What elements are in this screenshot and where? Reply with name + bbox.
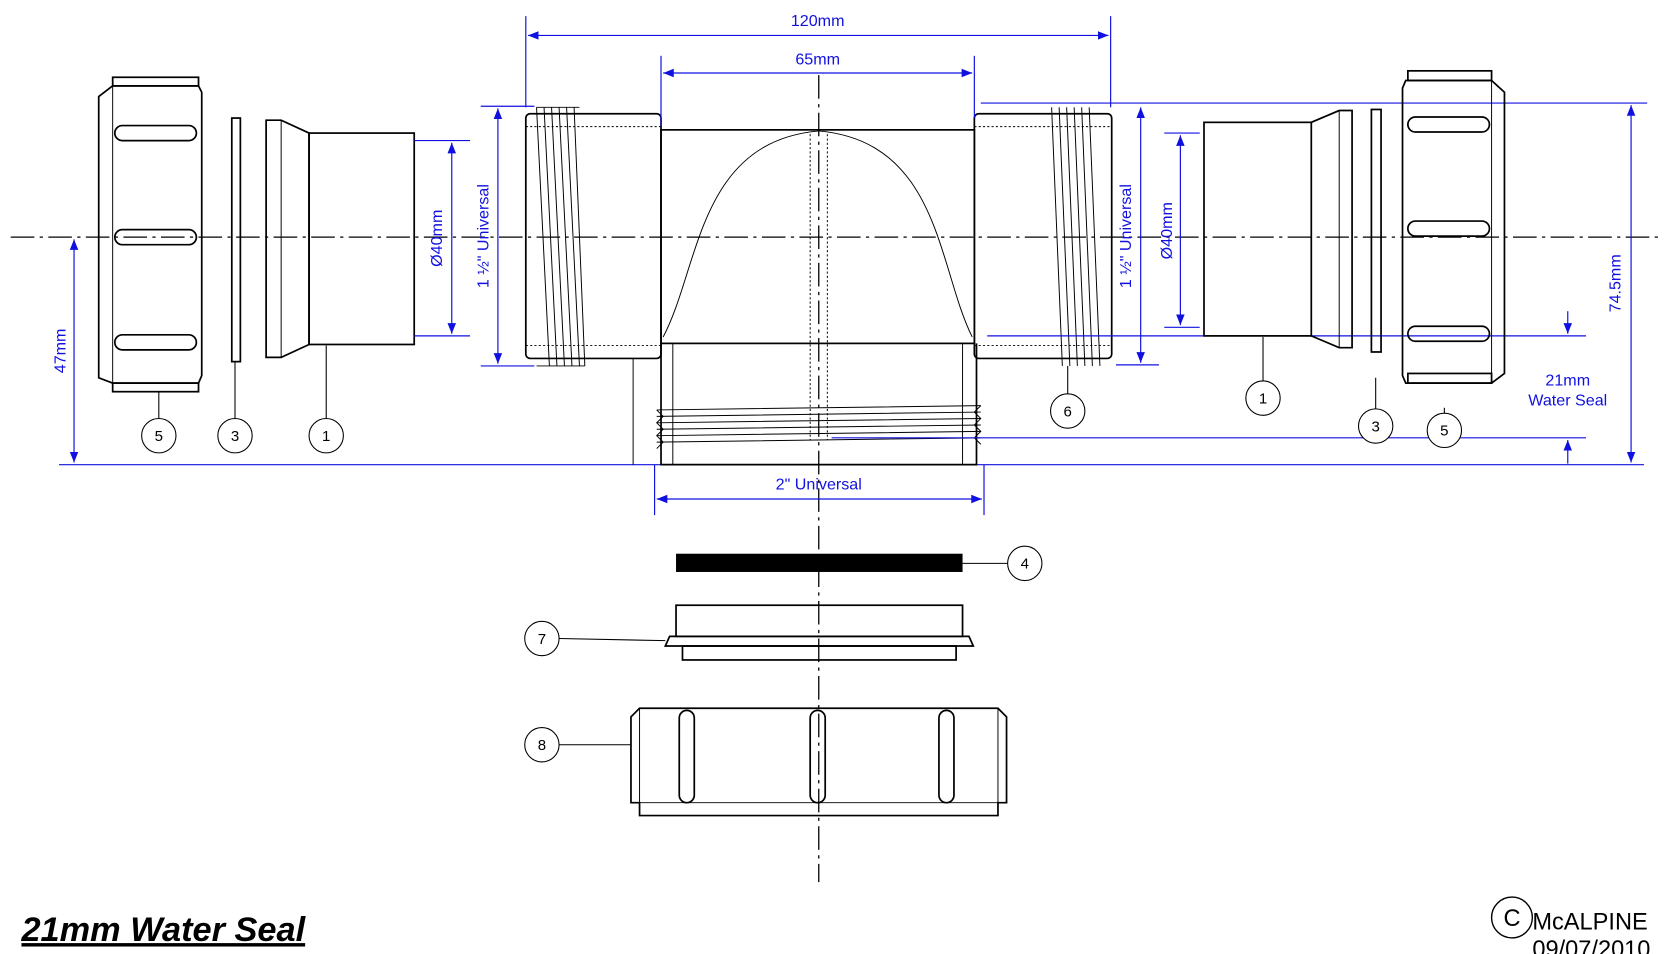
part-label-7: 7 — [524, 620, 560, 657]
drawing-date: 09/07/2010 — [1532, 937, 1650, 954]
svg-text:C: C — [1503, 906, 1520, 932]
overall-width-dim: 120mm — [791, 12, 845, 30]
part-label-5-right: 5 — [1426, 412, 1463, 449]
svg-text:5: 5 — [1440, 423, 1448, 440]
drawing-title: 21mm Water Seal — [20, 911, 306, 949]
right-inlet-dim: 1 ½" Universal — [1117, 184, 1135, 288]
overall-height-dim: 74.5mm — [1606, 254, 1624, 312]
right-nut — [1401, 69, 1506, 384]
part-label-6: 6 — [1050, 393, 1086, 429]
outlet-tail — [663, 604, 975, 661]
inlet-height-dim: 47mm — [51, 329, 69, 374]
svg-text:7: 7 — [538, 631, 546, 648]
part-label-3-left: 3 — [217, 417, 253, 454]
outlet-nut — [630, 707, 1008, 817]
svg-text:6: 6 — [1064, 403, 1072, 420]
water-seal-label: Water Seal — [1528, 392, 1607, 410]
right-washer — [1370, 108, 1382, 353]
company-name: McALPINE — [1532, 909, 1647, 935]
body-width-dim: 65mm — [795, 50, 840, 68]
part-label-5-left: 5 — [141, 417, 177, 454]
right-diameter-dim: Ø40mm — [1158, 202, 1176, 259]
left-inlet-dim: 1 ½" Universal — [474, 184, 492, 288]
svg-text:3: 3 — [231, 428, 239, 445]
part-label-3-right: 3 — [1357, 408, 1394, 444]
left-diameter-dim: Ø40mm — [428, 210, 446, 267]
svg-text:4: 4 — [1021, 556, 1029, 573]
part-label-8: 8 — [524, 727, 560, 763]
copyright-mark: C — [1490, 896, 1534, 939]
svg-text:1: 1 — [1259, 390, 1267, 407]
water-seal-value: 21mm — [1545, 371, 1590, 389]
svg-text:3: 3 — [1372, 418, 1380, 435]
part-label-1-right: 1 — [1245, 380, 1281, 416]
part-label-4: 4 — [1007, 545, 1043, 582]
part-label-1-left: 1 — [308, 417, 344, 454]
seal-washer — [676, 553, 963, 572]
svg-text:1: 1 — [322, 428, 330, 445]
left-washer — [230, 117, 242, 363]
trap-body — [524, 106, 1113, 466]
svg-text:8: 8 — [538, 737, 546, 754]
svg-text:5: 5 — [155, 428, 163, 445]
right-tail — [1203, 109, 1353, 349]
left-nut — [97, 76, 203, 393]
left-tail — [265, 119, 416, 359]
outlet-dim: 2" Universal — [776, 475, 862, 493]
